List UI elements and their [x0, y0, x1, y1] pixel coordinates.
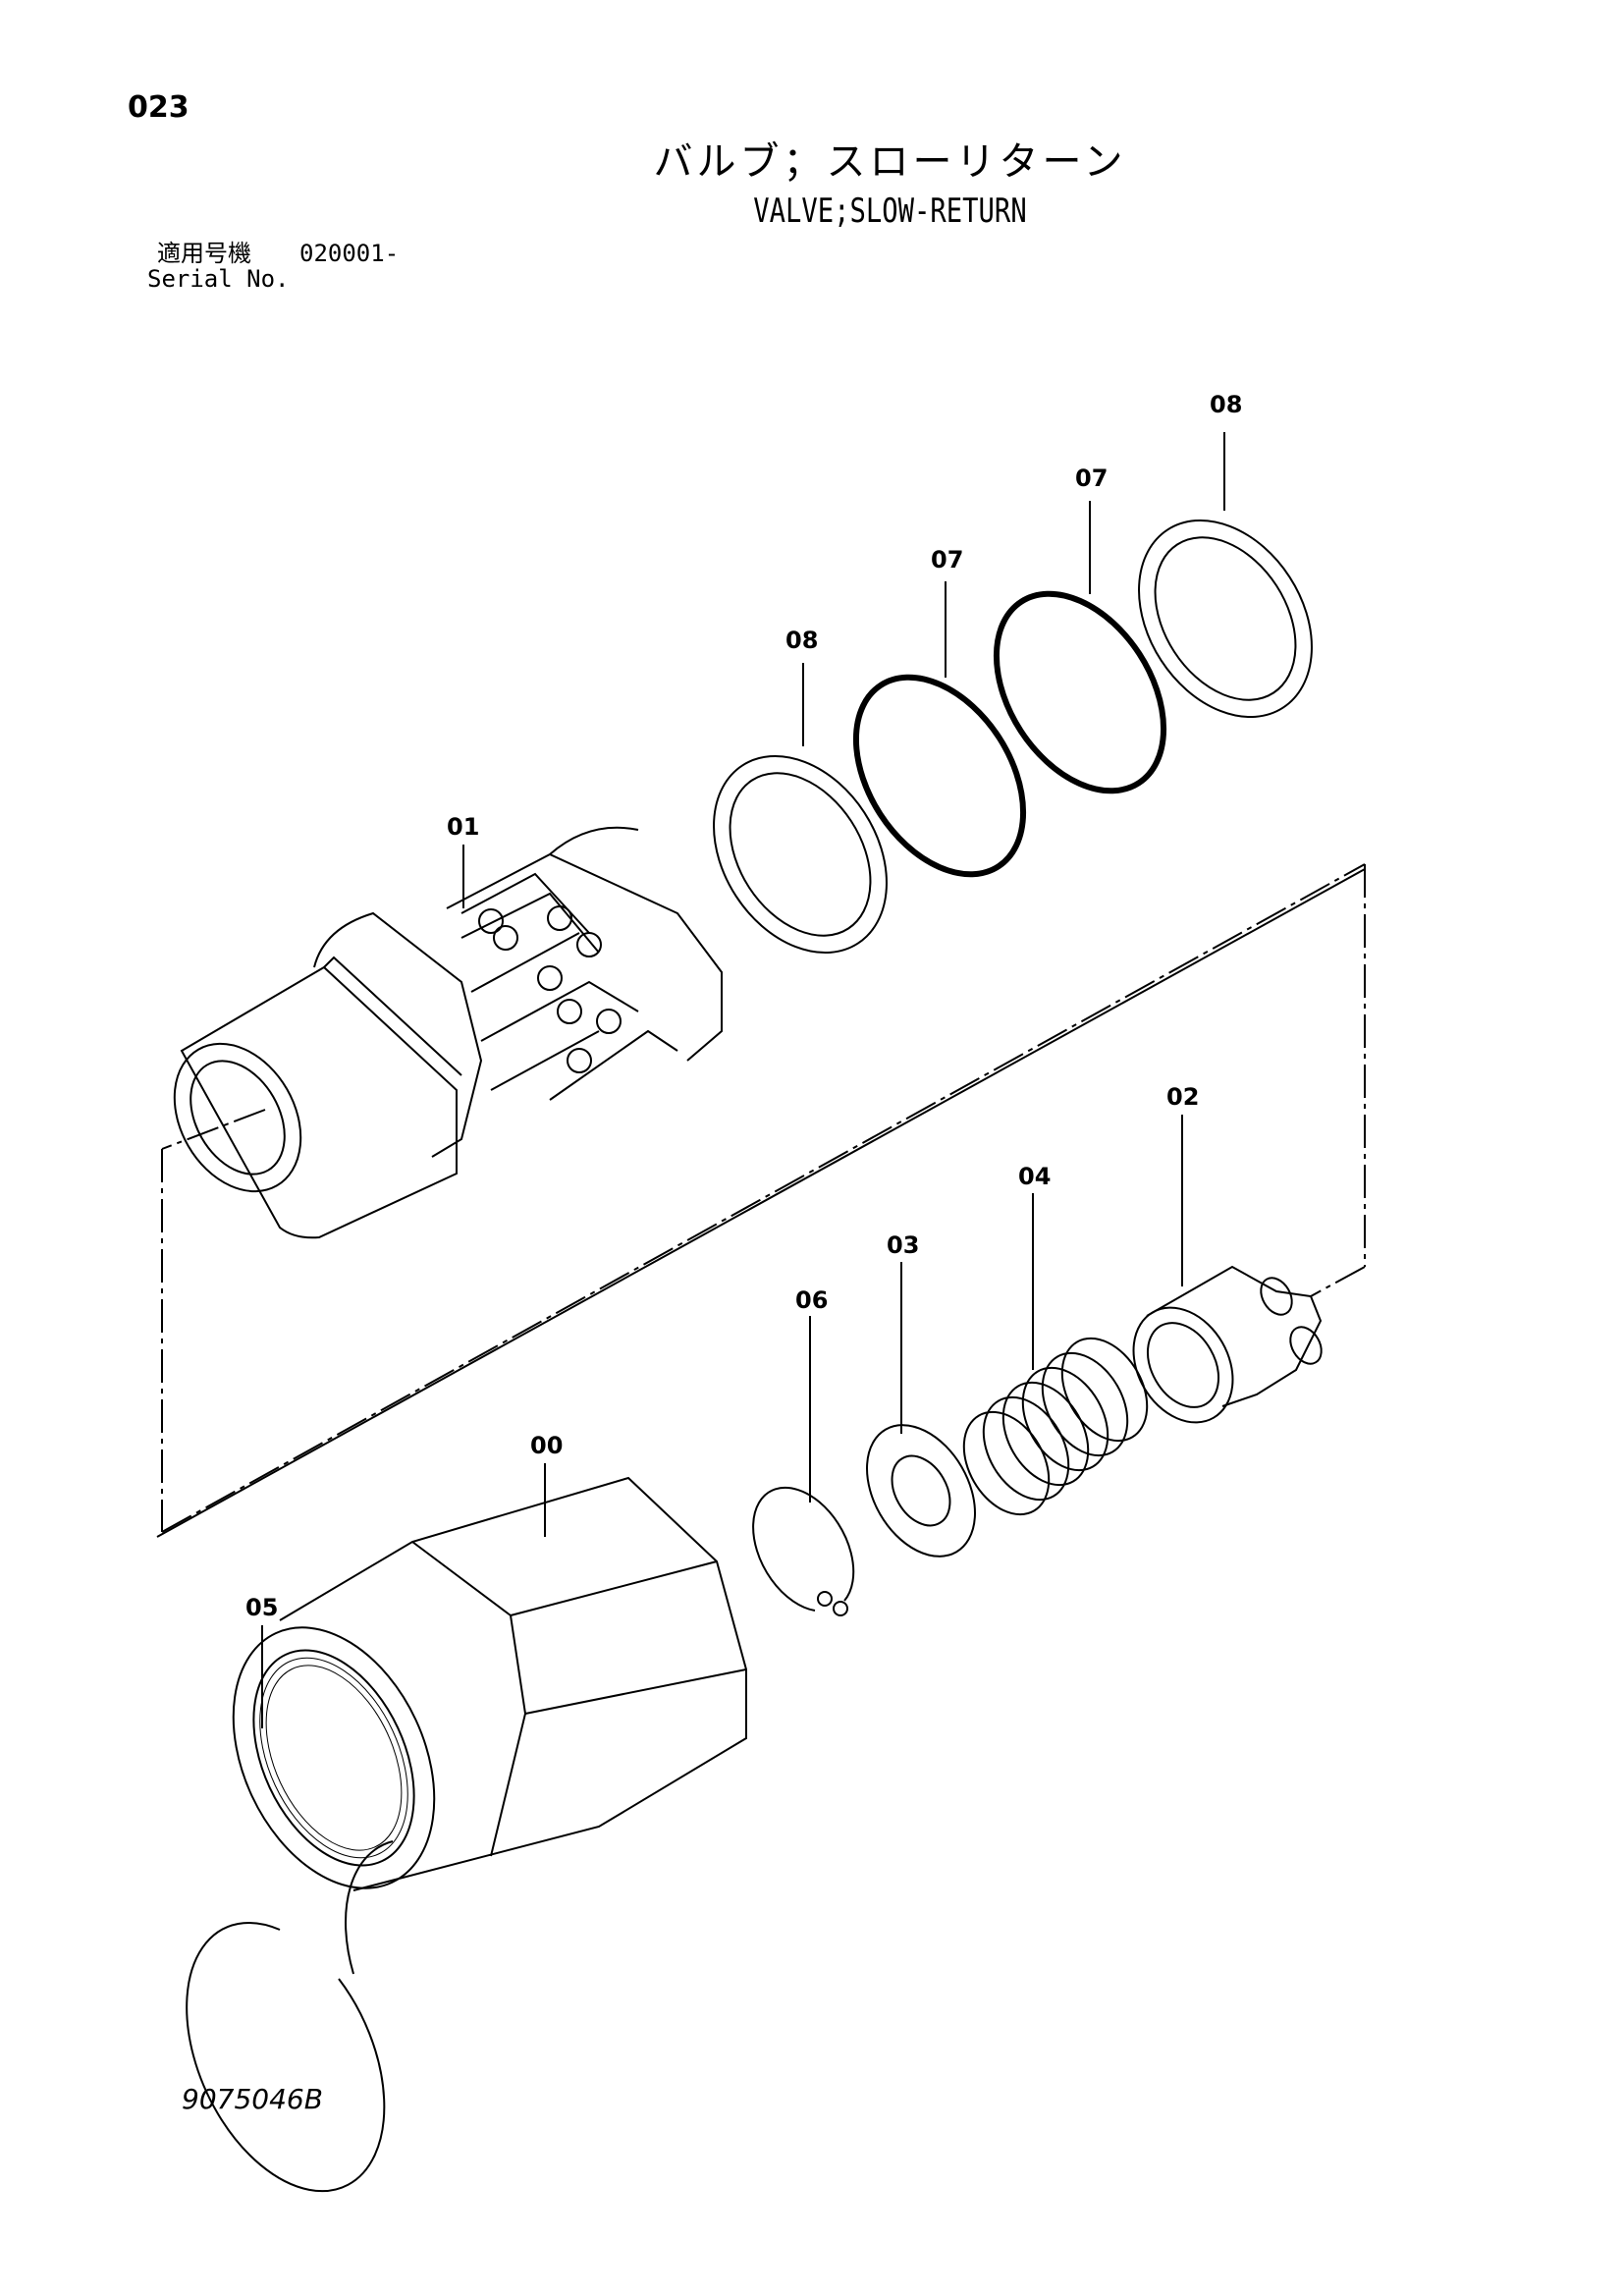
label-07-right: 07: [1075, 465, 1108, 492]
label-04: 04: [1018, 1163, 1051, 1190]
part-05-retaining-ring: [186, 1840, 394, 2193]
part-08-left-washer: [713, 754, 888, 955]
part-07-left-oring: [852, 674, 1027, 878]
part-04-spring: [962, 1337, 1149, 1516]
part-07-right-oring: [993, 590, 1167, 794]
title-japanese: バルブ；スローリターン: [653, 139, 1127, 185]
serial-label-english: Serial No.: [147, 265, 290, 293]
part-08-right-washer: [1138, 519, 1313, 719]
label-08-right: 08: [1210, 391, 1242, 418]
part-01-valve-body: [173, 826, 723, 1239]
label-07-left: 07: [931, 546, 963, 574]
title-english: VALVE;SLOW-RETURN: [753, 191, 1027, 231]
part-06-snap-ring: [752, 1486, 855, 1616]
alignment-lines: [156, 863, 1366, 1538]
serial-label-japanese: 適用号機: [157, 240, 251, 267]
label-00: 00: [530, 1432, 563, 1459]
label-05: 05: [245, 1594, 278, 1621]
label-03: 03: [887, 1231, 919, 1259]
label-01: 01: [447, 813, 479, 841]
part-00-housing-nut: [232, 1476, 747, 1891]
label-08-left: 08: [785, 627, 818, 654]
label-02: 02: [1166, 1083, 1199, 1111]
label-06: 06: [795, 1286, 828, 1314]
page-number: 023: [128, 90, 189, 125]
serial-value: 020001-: [299, 240, 400, 267]
part-03-seat: [866, 1424, 976, 1558]
